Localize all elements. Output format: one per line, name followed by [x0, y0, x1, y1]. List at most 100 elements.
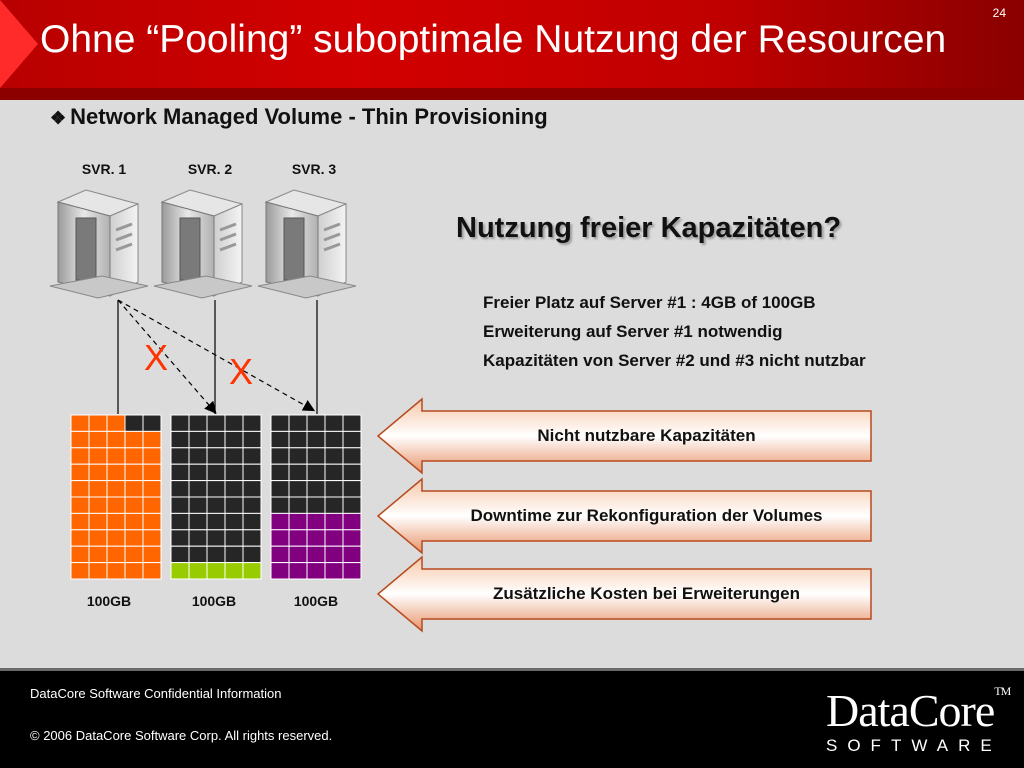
volume-block	[124, 529, 144, 547]
volume-block	[242, 562, 262, 580]
volume-block	[342, 512, 362, 531]
volume-block	[270, 414, 290, 432]
volume-block	[124, 447, 144, 465]
volume-block	[188, 496, 208, 514]
volume-block	[270, 545, 290, 564]
callout-label-unusable: Nicht nutzbare Kapazitäten	[537, 426, 756, 445]
volume-block	[124, 545, 144, 564]
volume-block	[88, 430, 108, 449]
volume-block	[206, 496, 226, 514]
volume-block	[324, 512, 344, 531]
volume-block	[188, 529, 208, 547]
header-underline	[0, 88, 1024, 100]
volume-block	[224, 496, 244, 514]
volume-block	[306, 480, 326, 498]
volume-block	[142, 562, 162, 580]
volume-block	[242, 496, 262, 514]
volume-block	[224, 529, 244, 547]
volume-block	[224, 447, 244, 465]
volume-block	[342, 562, 362, 580]
volume-capacity-1: 100GB	[86, 593, 132, 609]
volume-block	[88, 496, 108, 514]
volume-block	[188, 414, 208, 432]
volume-block	[106, 414, 126, 432]
callout-arrow	[376, 477, 872, 555]
volume-block	[188, 512, 208, 531]
footer-divider	[0, 668, 1024, 671]
footer-bar	[0, 668, 1024, 768]
volume-block	[88, 447, 108, 465]
volume-block	[142, 496, 162, 514]
volume-block	[206, 562, 226, 580]
volume-block	[124, 512, 144, 531]
volume-block	[288, 480, 308, 498]
volume-block	[70, 463, 90, 482]
header-bar	[0, 0, 1024, 100]
volume-block	[124, 414, 144, 432]
volume-block	[288, 496, 308, 514]
volume-block	[70, 496, 90, 514]
volume-block	[170, 447, 190, 465]
volume-block	[206, 545, 226, 564]
volume-block	[306, 447, 326, 465]
volume-block	[288, 545, 308, 564]
volume-block	[88, 545, 108, 564]
volume-block	[342, 480, 362, 498]
volume-block	[324, 545, 344, 564]
volume-block	[106, 463, 126, 482]
volume-block	[206, 512, 226, 531]
volume-block	[70, 529, 90, 547]
volume-block	[142, 512, 162, 531]
volume-block	[106, 545, 126, 564]
volume-block	[142, 430, 162, 449]
x-mark-1: X	[144, 337, 169, 378]
volume-block	[324, 562, 344, 580]
volume-block	[288, 414, 308, 432]
slide-title: Ohne “Pooling” suboptimale Nutzung der R…	[40, 18, 947, 61]
volume-block	[70, 414, 90, 432]
volume-block	[288, 562, 308, 580]
volume-block	[206, 414, 226, 432]
header-wedge	[0, 0, 38, 88]
logo-subtitle: SOFTWARE	[826, 736, 1002, 755]
footer-confidential: DataCore Software Confidential Informati…	[30, 686, 282, 701]
logo-wordmark: DataCoreTM	[826, 684, 1011, 737]
volume-block	[124, 496, 144, 514]
volume-block	[88, 512, 108, 531]
volume-block	[70, 430, 90, 449]
volume-block	[188, 562, 208, 580]
dashed-link	[117, 299, 316, 412]
volume-block	[270, 512, 290, 531]
volume-block	[124, 480, 144, 498]
volume-block	[270, 529, 290, 547]
bullet-text: Network Managed Volume - Thin Provisioni…	[70, 104, 548, 129]
server-label-2: SVR. 2	[187, 161, 233, 177]
volume-block	[224, 512, 244, 531]
volume-block	[306, 414, 326, 432]
volume-block	[270, 562, 290, 580]
volume-block	[88, 463, 108, 482]
volume-block	[324, 447, 344, 465]
volume-block	[242, 430, 262, 449]
volume-block	[170, 529, 190, 547]
bullet-heading: ❖Network Managed Volume - Thin Provision…	[50, 104, 548, 130]
volume-block	[170, 430, 190, 449]
volume-block	[88, 414, 108, 432]
volume-block	[306, 496, 326, 514]
volume-block	[188, 545, 208, 564]
volume-block	[270, 430, 290, 449]
volume-block	[206, 430, 226, 449]
volume-block	[324, 414, 344, 432]
volume-block	[88, 529, 108, 547]
fact-item: Freier Platz auf Server #1 : 4GB of 100G…	[483, 293, 816, 312]
volume-block	[106, 430, 126, 449]
volume-block	[342, 430, 362, 449]
volume-block	[170, 512, 190, 531]
volume-block	[70, 545, 90, 564]
server-tower-icon	[257, 189, 357, 299]
volume-block	[242, 463, 262, 482]
volume-block	[206, 447, 226, 465]
volume-block	[188, 480, 208, 498]
